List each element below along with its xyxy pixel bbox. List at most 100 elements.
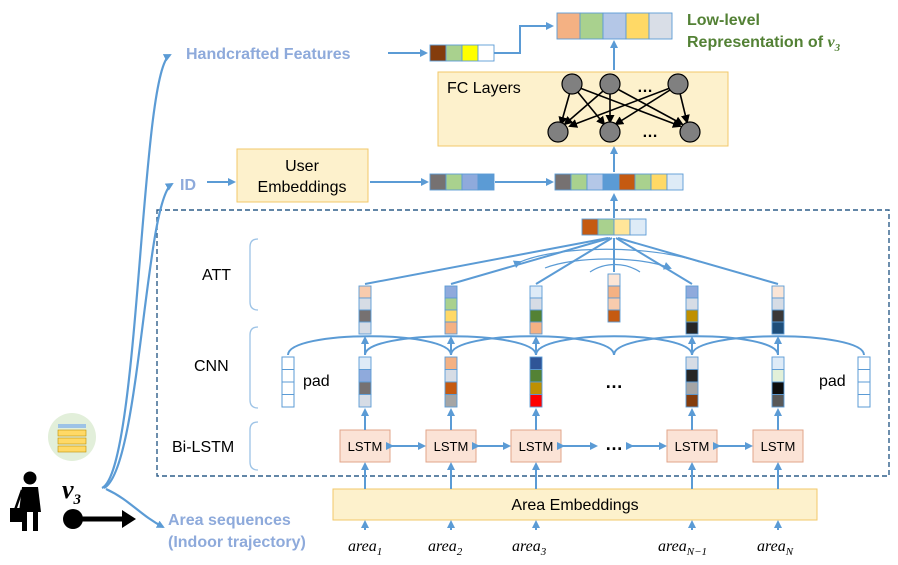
att-column-cell	[685, 285, 699, 299]
fc-ellipsis-top: …	[637, 79, 653, 96]
area-label: areaN	[757, 538, 794, 558]
encoder-region	[156, 209, 890, 477]
att-bracket	[249, 238, 259, 311]
cnn-column-cell	[529, 369, 543, 383]
concat-vector-cell	[570, 173, 588, 191]
handcrafted-vector-cell	[429, 44, 447, 62]
concat-vector-cell	[650, 173, 668, 191]
att-column-cell	[358, 321, 372, 335]
area-input-arrows	[361, 520, 782, 530]
att-column-cell	[444, 309, 458, 323]
user-vector-cell	[461, 173, 479, 191]
svg-text:LSTM: LSTM	[675, 439, 710, 454]
cnn-column-cell	[444, 369, 458, 383]
cnn-column-cell	[529, 394, 543, 408]
output-vector-cell	[625, 12, 650, 40]
att-column-cell	[444, 297, 458, 311]
att-column-cell	[529, 321, 543, 335]
area-label: area1	[348, 538, 382, 558]
concat-vector-cell	[586, 173, 604, 191]
cnn-column-cell	[685, 356, 699, 370]
concat-vector-cell	[634, 173, 652, 191]
lstm-cell: LSTM	[666, 429, 718, 463]
area-embeddings-box	[332, 488, 818, 521]
fc-ellipsis-bottom: …	[642, 124, 658, 141]
cnn-column-cell	[358, 381, 372, 395]
att-column-cell	[529, 285, 543, 299]
pad-label-left: pad	[303, 373, 330, 390]
fc-node	[547, 121, 569, 143]
cnn-column-cell	[444, 356, 458, 370]
att-column-cell	[685, 297, 699, 311]
att-column-cell	[771, 309, 785, 323]
att-column-cell	[771, 285, 785, 299]
output-vector-cell	[579, 12, 604, 40]
svg-text:LSTM: LSTM	[348, 439, 383, 454]
fc-node	[599, 121, 621, 143]
v3-label: v3	[62, 475, 82, 508]
concat-vector-cell	[666, 173, 684, 191]
handcrafted-vector-cell	[445, 44, 463, 62]
cnn-ellipsis: …	[605, 372, 623, 392]
att-column-cell	[685, 309, 699, 323]
handcrafted-to-output-arrow	[494, 22, 554, 54]
att-output-vector-cell	[597, 218, 615, 236]
att-column-cell	[607, 297, 621, 311]
cnn-column-cell	[358, 369, 372, 383]
area-embeddings-label: Area Embeddings	[511, 497, 638, 514]
embedding-to-lstm-arrows	[361, 462, 782, 489]
user-vector-cell	[445, 173, 463, 191]
cnn-column-cell	[358, 394, 372, 408]
cnn-column-cell	[685, 369, 699, 383]
fc-nodes	[547, 73, 701, 143]
user-embeddings-label-2: Embeddings	[258, 179, 347, 196]
cnn-column-cell	[358, 356, 372, 370]
bilstm-label: Bi-LSTM	[172, 439, 234, 456]
lstm-cell: LSTM	[339, 429, 391, 463]
fc-node	[561, 73, 583, 95]
embedding-vectors	[358, 12, 785, 408]
indoor-trajectory-label: (Indoor trajectory)	[168, 534, 306, 551]
area-sequences-label: Area sequences	[168, 512, 291, 529]
att-output-vector-cell	[581, 218, 599, 236]
cnn-column-cell	[771, 369, 785, 383]
id-label: ID	[180, 177, 196, 194]
fc-node	[667, 73, 689, 95]
handcrafted-vector-cell	[461, 44, 479, 62]
fc-node	[599, 73, 621, 95]
user-vector-cell	[477, 173, 495, 191]
lstm-cell: LSTM	[425, 429, 477, 463]
svg-text:LSTM: LSTM	[519, 439, 554, 454]
output-vector-cell	[556, 12, 581, 40]
cnn-column-cell	[529, 381, 543, 395]
cnn-to-att-arrows	[361, 336, 782, 355]
area-label: area3	[512, 538, 547, 558]
att-column-cell	[771, 297, 785, 311]
att-column-cell	[685, 321, 699, 335]
concat-vector-cell	[602, 173, 620, 191]
att-column-cell	[358, 297, 372, 311]
user-embeddings-box	[236, 148, 369, 203]
pad-label-right: pad	[819, 373, 846, 390]
att-column-cell	[444, 321, 458, 335]
att-column-cell	[771, 321, 785, 335]
handcrafted-vector-cell	[477, 44, 495, 62]
cnn-label: CNN	[194, 358, 229, 375]
att-column-cell	[358, 309, 372, 323]
user-embeddings-label-1: User	[285, 158, 319, 175]
att-column-cell	[607, 273, 621, 287]
att-column-cell	[444, 285, 458, 299]
concat-vector-cell	[618, 173, 636, 191]
att-column-cell	[529, 309, 543, 323]
lstm-to-cnn-arrows	[361, 408, 782, 430]
output-vector-cell	[602, 12, 627, 40]
low-level-title-1: Low-level	[687, 12, 760, 29]
cnn-bracket	[249, 326, 259, 409]
lstm-cell: LSTM	[752, 429, 804, 463]
cnn-column-cell	[771, 381, 785, 395]
cnn-column-cell	[771, 356, 785, 370]
cnn-column-cell	[685, 394, 699, 408]
person-icon	[10, 471, 41, 531]
att-column-cell	[358, 285, 372, 299]
